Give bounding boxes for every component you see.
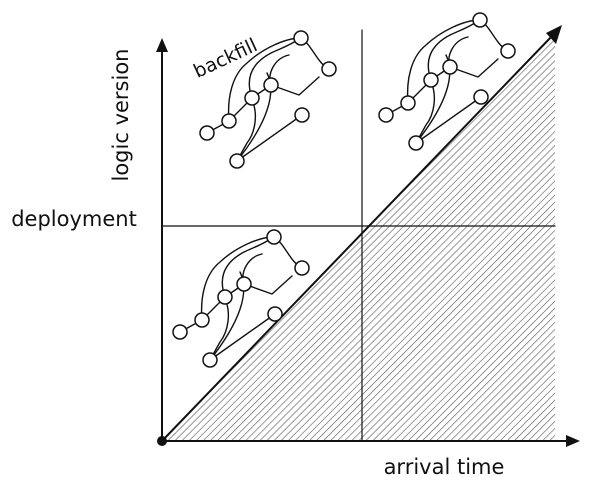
diagonal-line	[161, 34, 554, 442]
y-axis-arrow-icon	[156, 38, 168, 52]
x-axis-label: arrival time	[384, 455, 505, 479]
origin-dot-icon	[157, 436, 167, 446]
x-axis-arrow-icon	[566, 435, 580, 447]
diagonal-arrow-icon	[546, 25, 562, 44]
y-axis-label: logic version	[109, 49, 133, 182]
deployment-label: deployment	[11, 207, 137, 231]
